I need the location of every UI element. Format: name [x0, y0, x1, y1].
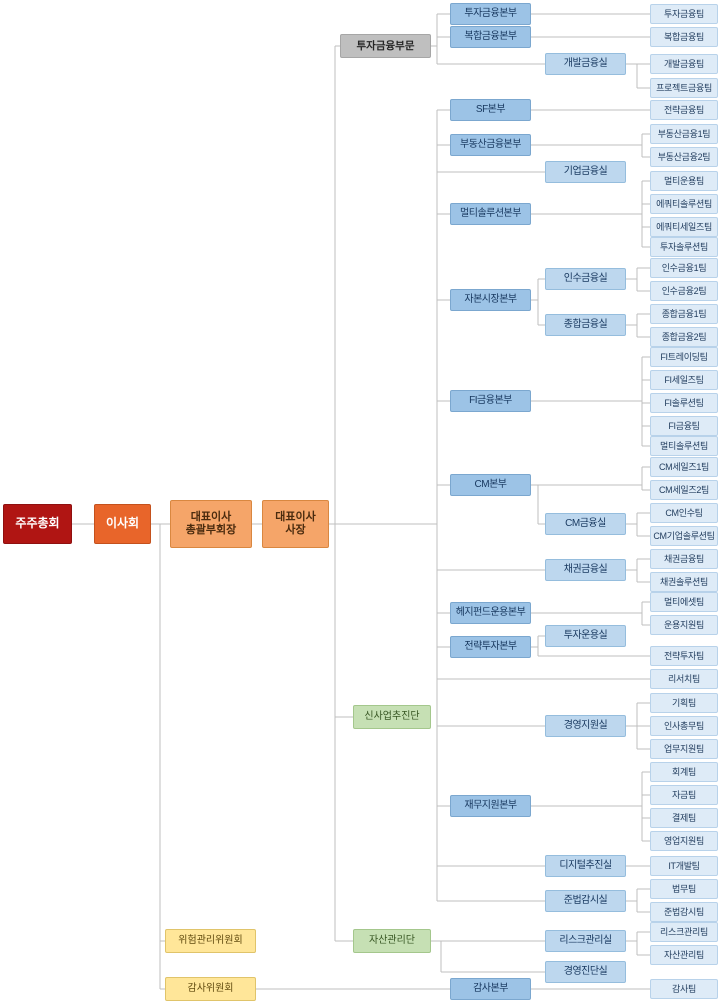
org-node-team: 종합금융2팀 [650, 327, 718, 347]
org-node-team: 채권솔루션팀 [650, 572, 718, 592]
connector-compliance [437, 888, 650, 913]
org-node-office: 채권금융실 [545, 559, 626, 581]
connector-finsupport [437, 771, 650, 842]
org-node-team: 인수금융1팀 [650, 258, 718, 278]
connector-mgmtsupport [437, 702, 650, 750]
node-audit-committee: 감사위원회 [165, 977, 256, 1001]
org-node-office: 경영지원실 [545, 715, 626, 737]
org-node-team: 투자솔루션팀 [650, 237, 718, 257]
connector-bond [437, 558, 650, 583]
org-node-team: 인수금융2팀 [650, 281, 718, 301]
org-node-team: 자산관리팀 [650, 945, 718, 965]
org-node-hq: CM본부 [450, 474, 531, 496]
org-node-team: 결제팀 [650, 808, 718, 828]
connector-assetgroup [431, 931, 650, 973]
org-node-team: 리서치팀 [650, 669, 718, 689]
connector-realestate [437, 133, 650, 158]
org-node-team: 멀티운용팀 [650, 171, 718, 191]
org-node-team: 인사총무팀 [650, 716, 718, 736]
connector-multisolution [437, 180, 650, 248]
org-node-team: 리스크관리팀 [650, 922, 718, 942]
org-node-team: 전략금융팀 [650, 100, 718, 120]
org-node-office: 디지털추진실 [545, 855, 626, 877]
org-node-team: 에쿼티세일즈팀 [650, 217, 718, 237]
connector-strategicinv [437, 635, 650, 657]
org-node-team: 기획팀 [650, 693, 718, 713]
org-node-team: 개발금융팀 [650, 54, 718, 74]
org-node-hq: 자본시장본부 [450, 289, 531, 311]
org-node-office: 인수금융실 [545, 268, 626, 290]
org-node-hq: FI금융본부 [450, 390, 531, 412]
org-node-hq: 멀티솔루션본부 [450, 203, 531, 225]
org-node-hq: 헤지펀드운용본부 [450, 602, 531, 624]
org-node-team: 자금팀 [650, 785, 718, 805]
node-ceo-president: 대표이사 사장 [262, 500, 329, 548]
node-shareholders-meeting: 주주총회 [3, 504, 72, 544]
node-risk-committee: 위험관리위원회 [165, 929, 256, 953]
org-node-team: 복합금융팀 [650, 27, 718, 47]
org-node-team: 멀티솔루션팀 [650, 436, 718, 456]
org-node-team: FI세일즈팀 [650, 370, 718, 390]
org-node-team: CM세일즈1팀 [650, 457, 718, 477]
node-new-business-group: 신사업추진단 [353, 705, 431, 729]
org-node-team: 영업지원팀 [650, 831, 718, 851]
org-node-team: FI솔루션팀 [650, 393, 718, 413]
org-node-hq: 부동산금융본부 [450, 134, 531, 156]
org-node-team: 부동산금융2팀 [650, 147, 718, 167]
connector-capitalmarket [437, 267, 650, 338]
node-ceo-vice-chairman: 대표이사 총괄부회장 [170, 500, 252, 548]
org-node-team: 에쿼티솔루션팀 [650, 194, 718, 214]
connector-ib-division [431, 13, 650, 89]
node-asset-mgmt-group: 자산관리단 [353, 929, 431, 953]
org-node-team: 감사팀 [650, 979, 718, 999]
connector-president-trunk [334, 45, 353, 942]
org-node-office: 기업금융실 [545, 161, 626, 183]
org-node-office: 리스크관리실 [545, 930, 626, 952]
org-node-hq: SF본부 [450, 99, 531, 121]
connector-fi [437, 356, 650, 447]
org-node-team: IT개발팀 [650, 856, 718, 876]
org-node-office: 경영진단실 [545, 961, 626, 983]
org-node-team: FI금융팀 [650, 416, 718, 436]
org-node-office: 투자운용실 [545, 625, 626, 647]
org-node-team: CM세일즈2팀 [650, 480, 718, 500]
org-node-hq: 감사본부 [450, 978, 531, 1000]
org-node-team: 부동산금융1팀 [650, 124, 718, 144]
org-node-team: 법무팀 [650, 879, 718, 899]
org-node-team: 멀티에셋팀 [650, 592, 718, 612]
org-node-hq: 전략투자본부 [450, 636, 531, 658]
org-node-office: CM금융실 [545, 513, 626, 535]
org-node-team: 채권금융팀 [650, 549, 718, 569]
node-board-of-directors: 이사회 [94, 504, 151, 544]
org-node-team: 전략투자팀 [650, 646, 718, 666]
connector-cm [437, 466, 650, 537]
org-node-office: 준법감시실 [545, 890, 626, 912]
org-node-team: 프로젝트금융팀 [650, 78, 718, 98]
org-node-team: CM기업솔루션팀 [650, 526, 718, 546]
org-node-hq: 복합금융본부 [450, 26, 531, 48]
org-node-team: 회계팀 [650, 762, 718, 782]
org-node-office: 개발금융실 [545, 53, 626, 75]
org-node-team: FI트레이딩팀 [650, 347, 718, 367]
org-node-team: 업무지원팀 [650, 739, 718, 759]
org-node-team: 종합금융1팀 [650, 304, 718, 324]
org-node-team: 운용지원팀 [650, 615, 718, 635]
org-node-hq: 재무지원본부 [450, 795, 531, 817]
connector-board-drop [159, 524, 165, 990]
org-node-team: CM인수팀 [650, 503, 718, 523]
connector-hedgefund [437, 601, 650, 626]
node-ib-division: 투자금융부문 [340, 34, 431, 58]
org-node-office: 종합금융실 [545, 314, 626, 336]
org-node-team: 투자금융팀 [650, 4, 718, 24]
org-node-hq: 투자금융본부 [450, 3, 531, 25]
org-node-team: 준법감시팀 [650, 902, 718, 922]
